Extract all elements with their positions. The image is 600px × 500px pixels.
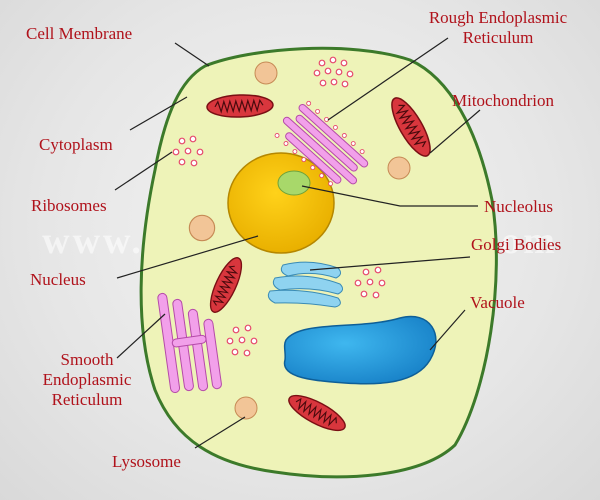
lysosome-shape-4 [234, 396, 258, 420]
label-vacuole: Vacuole [470, 293, 525, 312]
label-smooth-er-line3: Reticulum [51, 390, 123, 409]
label-lysosome: Lysosome [112, 452, 181, 471]
leader-golgi [309, 256, 471, 271]
lysosome-shape-3 [188, 214, 216, 242]
leader-mitochondrion [429, 109, 481, 154]
label-rough-er: Rough Endoplasmic Reticulum [398, 8, 598, 48]
label-cytoplasm: Cytoplasm [39, 135, 113, 154]
label-mitochondrion: Mitochondrion [452, 91, 554, 110]
leader-vacuole [429, 309, 466, 351]
nucleolus-shape [277, 170, 311, 196]
label-smooth-er-line1: Smooth [60, 350, 114, 369]
label-nucleolus: Nucleolus [484, 197, 553, 216]
leader-nucleolus [301, 185, 478, 207]
label-golgi: Golgi Bodies [471, 235, 562, 254]
label-nucleus: Nucleus [30, 270, 86, 289]
rough-er-shape [274, 100, 369, 187]
label-rough-er-line2: Reticulum [462, 28, 534, 47]
vacuole-shape [283, 315, 437, 385]
leader-nucleus [116, 235, 259, 279]
leader-smooth-er [116, 313, 166, 359]
label-cell-membrane: Cell Membrane [26, 24, 133, 43]
leader-cytoplasm [129, 96, 188, 131]
smooth-er-shape [157, 292, 222, 394]
leader-rough-er [327, 37, 449, 121]
label-smooth-er: Smooth Endoplasmic Reticulum [22, 350, 152, 410]
lysosome-shape-1 [254, 61, 278, 85]
label-smooth-er-line2: Endoplasmic [42, 370, 132, 389]
leader-ribosomes [114, 151, 173, 191]
leader-lysosome [194, 416, 246, 449]
leader-cell-membrane [174, 42, 210, 67]
label-ribosomes: Ribosomes [31, 196, 107, 215]
label-rough-er-line1: Rough Endoplasmic [428, 8, 568, 27]
leader-lines [114, 37, 481, 449]
nucleus-shape [227, 152, 335, 254]
lysosome-shape-2 [387, 156, 411, 180]
